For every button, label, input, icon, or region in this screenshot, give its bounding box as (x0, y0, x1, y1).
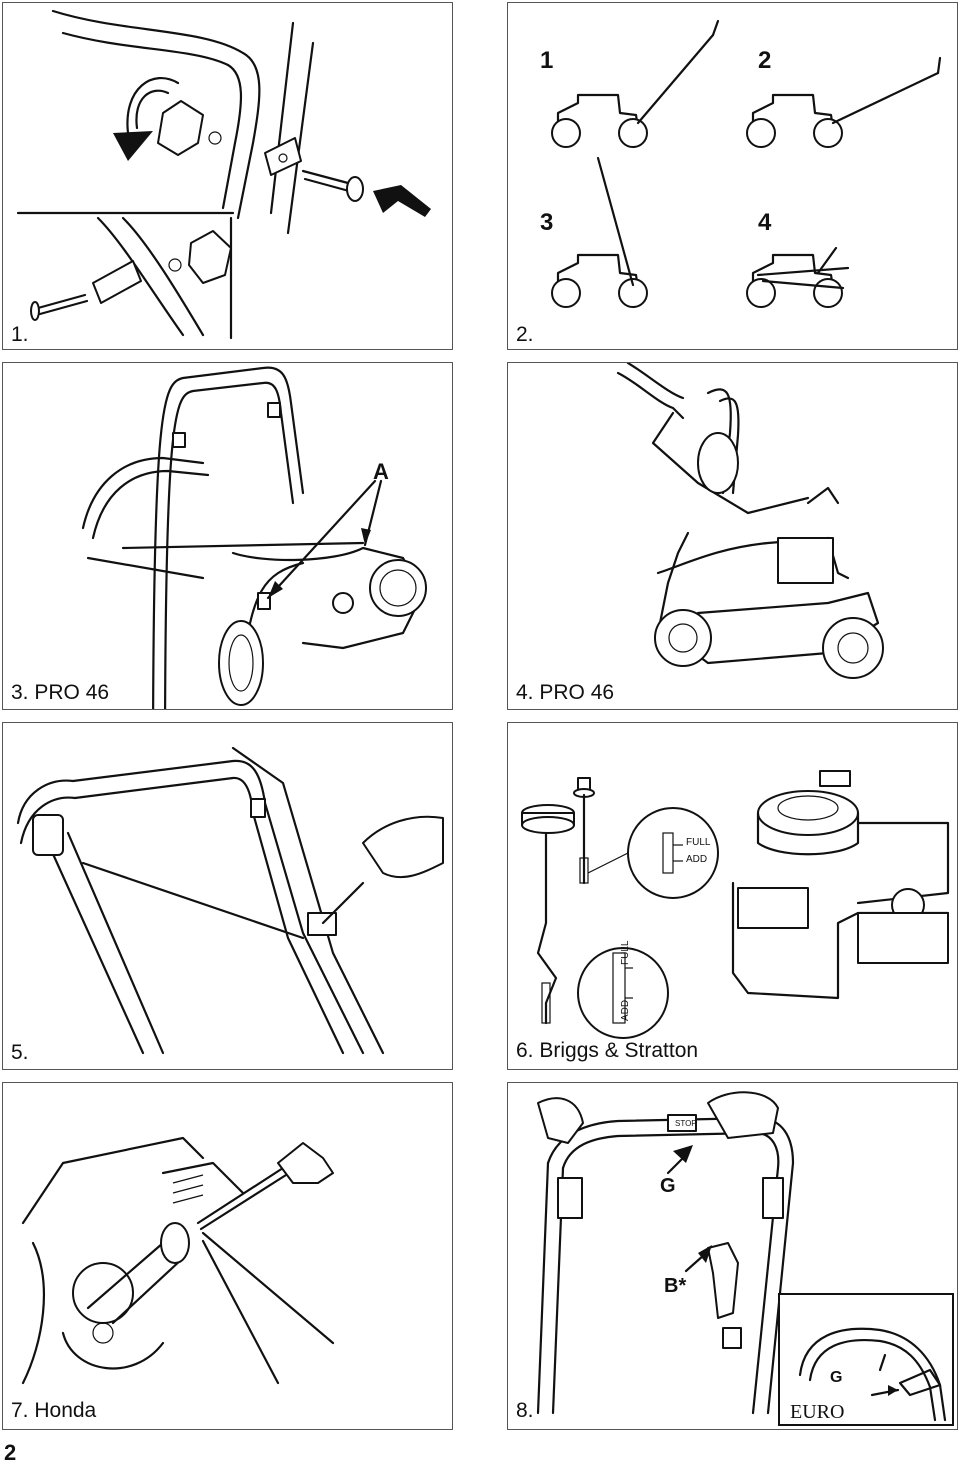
figure-panel-2: 1 2 3 4 2. (507, 2, 958, 350)
position-label-3: 3 (540, 209, 554, 236)
position-label-4: 4 (758, 209, 772, 236)
figure-panel-7: 7. Honda (2, 1082, 453, 1430)
figure-panel-5: 5. (2, 722, 453, 1070)
page-number: 2 (4, 1440, 17, 1465)
stop-bar-illustration (536, 1091, 795, 1415)
euro-inset: G EURO (778, 1293, 954, 1426)
label-a: A (373, 459, 389, 484)
figure-panel-8: STOP G B* 8. G EURO (507, 1082, 958, 1430)
honda-oil-cap-illustration (21, 1136, 335, 1385)
cable-clip-illustration (16, 746, 444, 1055)
panel-caption: 2. (516, 323, 534, 346)
dipstick-full-mark-top: FULL (686, 837, 711, 848)
figure-panel-3: A 3. PRO 46 (2, 362, 453, 710)
panel-caption: 6. Briggs & Stratton (516, 1039, 699, 1062)
stop-label: STOP (675, 1119, 697, 1128)
pro46-folding-illustration (616, 363, 884, 679)
panel-caption: 1. (11, 323, 29, 346)
briggs-dipstick-illustration (521, 770, 950, 1039)
panel-caption: 7. Honda (11, 1399, 97, 1422)
dipstick-full-mark-bottom: FULL (620, 940, 631, 965)
euro-handle-illustration (798, 1327, 947, 1422)
inset-label-g: G (830, 1369, 843, 1386)
position-label-2: 2 (758, 47, 772, 74)
dipstick-add-mark-top: ADD (686, 854, 708, 865)
handle-bolt-illustration (16, 9, 431, 340)
panel-caption: 5. (11, 1041, 29, 1064)
panel-caption: 3. PRO 46 (11, 681, 110, 704)
label-b: B* (664, 1275, 687, 1297)
inset-caption: EURO (790, 1401, 845, 1423)
label-g: G (660, 1175, 676, 1197)
handle-positions-illustration (551, 19, 942, 308)
panel-caption: 4. PRO 46 (516, 681, 615, 704)
position-label-1: 1 (540, 47, 554, 74)
pro46-cable-illustration (81, 366, 427, 709)
figure-panel-4: 4. PRO 46 (507, 362, 958, 710)
figure-panel-1: 1. (2, 2, 453, 350)
panel-caption: 8. (516, 1399, 534, 1422)
dipstick-add-mark-bottom: ADD (620, 999, 631, 1021)
figure-panel-6: FULL ADD FULL ADD 6. Briggs & Stratton (507, 722, 958, 1070)
